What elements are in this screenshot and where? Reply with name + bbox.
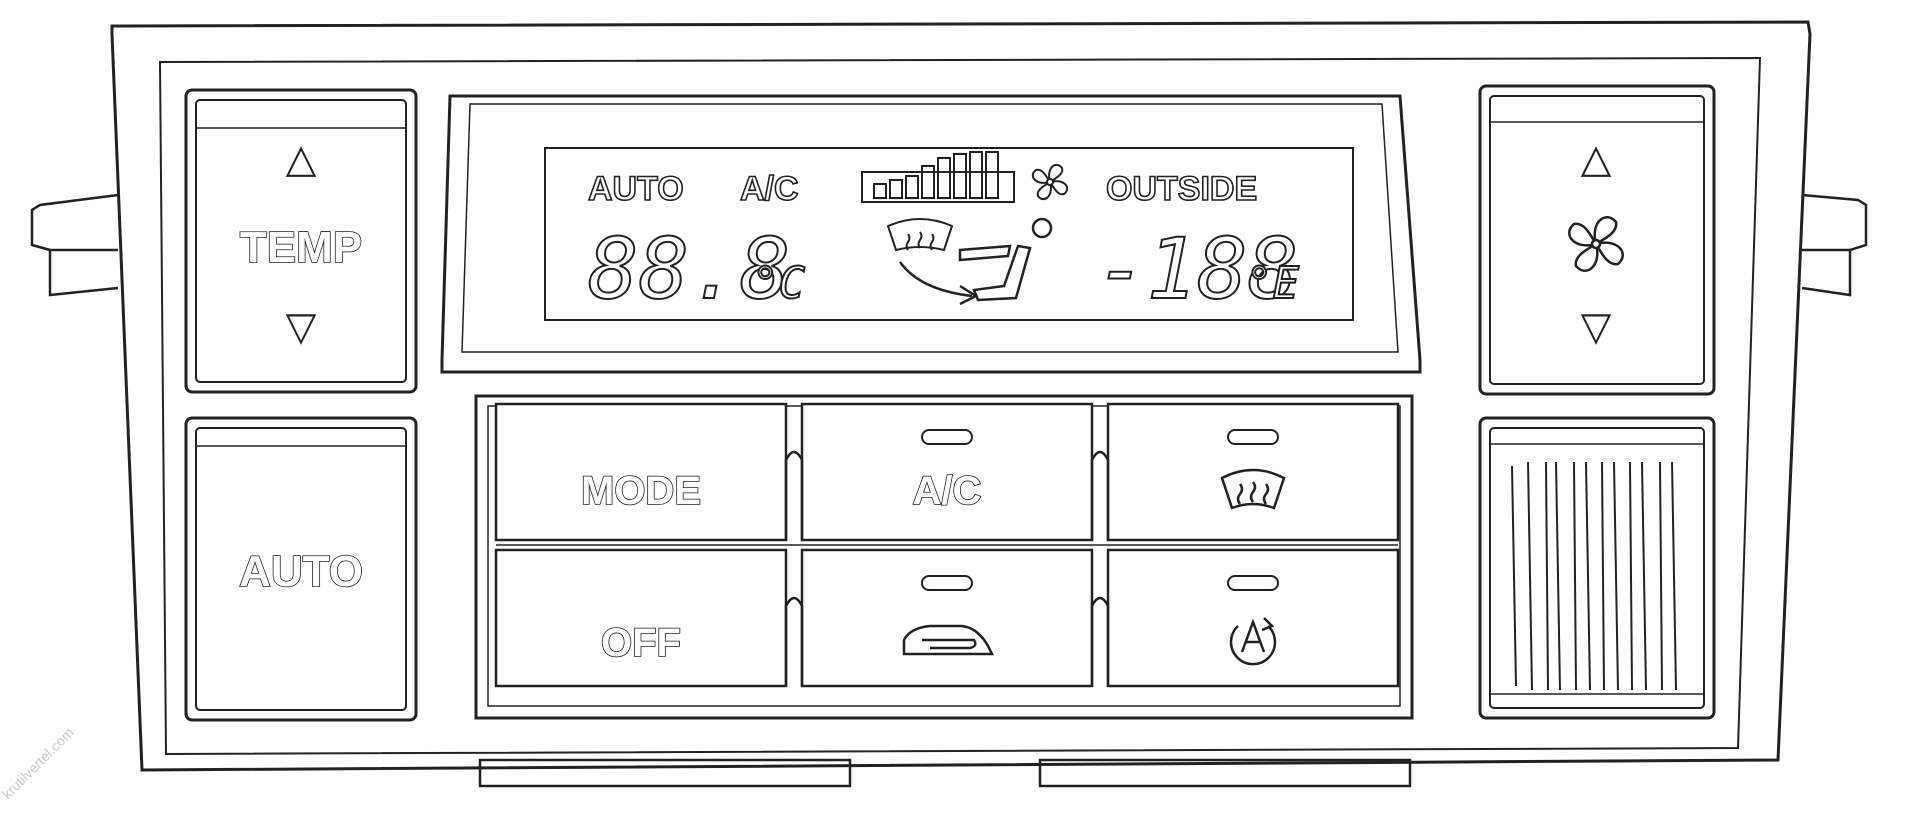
fan-icon (1568, 216, 1624, 272)
defrost-indicator-light (1227, 429, 1279, 445)
lcd-outside-temperature-unit: °E (1246, 258, 1299, 309)
mode-button-label: MODE (581, 469, 701, 513)
lcd-temperature-unit: °C (752, 258, 805, 309)
ac-button-label: A/C (913, 469, 982, 513)
lcd-seated-person-icon (972, 217, 1053, 302)
lcd-outside-indicator: OUTSIDE (1106, 170, 1257, 208)
recirculation-button[interactable] (800, 548, 1094, 688)
temp-up-arrow-icon[interactable]: △ (286, 137, 317, 181)
fan-up-arrow-icon[interactable]: △ (1581, 137, 1612, 181)
lcd-outside-temperature-digits: -188 (1096, 220, 1298, 318)
lcd-defrost-icon (886, 218, 954, 252)
fan-speed-bar-graph (861, 151, 1015, 203)
economy-button[interactable] (1106, 548, 1400, 688)
temp-down-arrow-icon[interactable]: ▽ (286, 305, 317, 349)
sensor-vent-grille (1478, 416, 1716, 720)
lcd-fan-icon (1031, 163, 1069, 201)
right-mounting-tab (1801, 193, 1868, 297)
watermark-layer: krutilvertel.com (0, 724, 77, 802)
temp-rocker-button[interactable]: △ TEMP ▽ (184, 88, 418, 394)
off-button-label: OFF (601, 621, 681, 665)
temp-label: TEMP (240, 223, 362, 272)
auto-button[interactable]: AUTO (184, 416, 418, 722)
lcd-ac-indicator: A/C (740, 170, 799, 208)
fan-down-arrow-icon[interactable]: ▽ (1581, 305, 1612, 349)
bottom-connectors (478, 758, 1412, 788)
button-dividers (496, 450, 1398, 686)
watermark-text: krutilvertel.com (0, 724, 77, 802)
lcd-auto-indicator: AUTO (588, 170, 684, 208)
windshield-defrost-icon (1220, 468, 1286, 510)
defrost-button[interactable] (1106, 402, 1400, 542)
lcd-temperature-digits: 88.8 (588, 220, 790, 318)
ac-indicator-light (921, 429, 973, 445)
recirculation-car-icon (902, 624, 995, 656)
lcd-display: AUTO A/C OUTSIDE 88.8 °C (440, 94, 1422, 374)
mode-button[interactable]: MODE (494, 402, 788, 542)
off-button[interactable]: OFF (494, 548, 788, 688)
fan-speed-rocker-button[interactable]: △ ▽ (1478, 84, 1716, 396)
ac-button[interactable]: A/C (800, 402, 1094, 542)
economy-indicator-light (1227, 575, 1279, 591)
auto-button-label: AUTO (239, 547, 363, 596)
recirculation-indicator-light (921, 575, 973, 591)
outer-bezel (110, 20, 1812, 772)
left-mounting-tab (30, 193, 119, 297)
center-button-block (474, 394, 1414, 720)
circled-a-icon (1229, 617, 1277, 666)
lcd-airflow-arrow-icon (898, 244, 1012, 306)
